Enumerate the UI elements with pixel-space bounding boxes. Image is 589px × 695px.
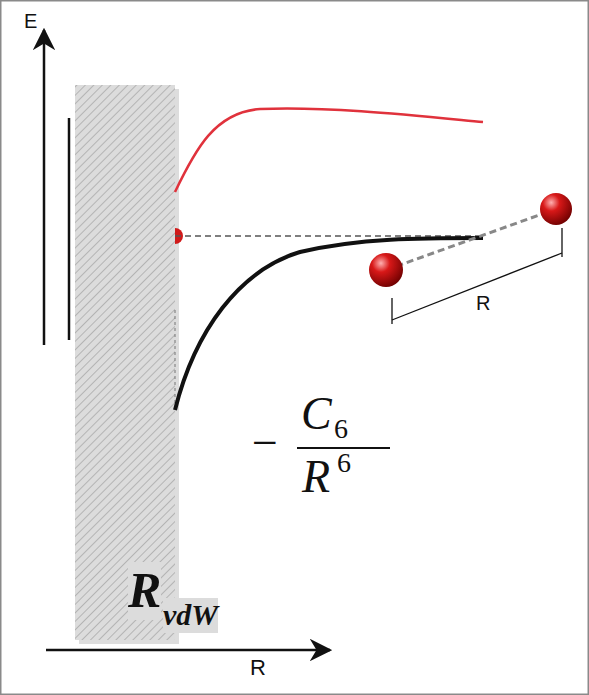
formula-sign: − — [252, 417, 278, 470]
vdw-marker — [175, 310, 176, 410]
axis-label: E — [24, 10, 37, 33]
radius-subscript: vdW — [163, 598, 218, 633]
distance-axis — [46, 649, 330, 652]
axis-label: R — [250, 655, 266, 680]
formula-subscript: 6 — [334, 413, 348, 445]
excited-curve — [175, 108, 483, 192]
atom — [369, 253, 403, 287]
ground-curve — [175, 238, 483, 410]
distance-label: R — [476, 292, 490, 315]
formula-symbol: R — [302, 451, 330, 504]
energy-axis — [43, 30, 46, 345]
atom-pair-link — [386, 209, 556, 270]
formula-symbol: C — [301, 388, 332, 441]
hard-core-region — [75, 85, 175, 640]
bracket-tick — [391, 298, 392, 324]
bracket-tick — [561, 228, 562, 257]
radius-symbol: R — [128, 562, 161, 620]
formula-superscript: 6 — [337, 447, 351, 479]
distance-bracket — [392, 253, 562, 320]
repulsive-wall — [68, 118, 71, 340]
atom — [540, 193, 572, 225]
